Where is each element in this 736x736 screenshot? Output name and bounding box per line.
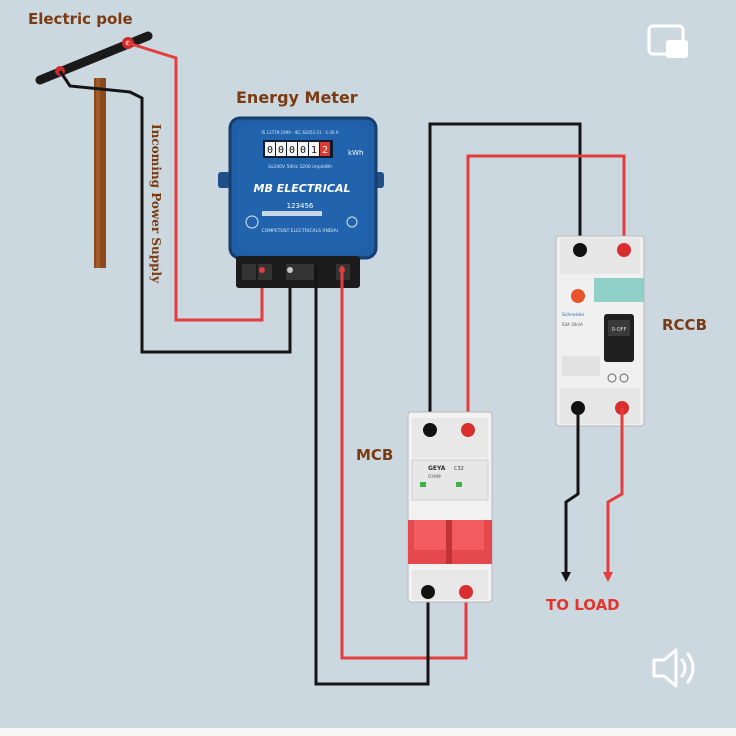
- energy-meter-label: Energy Meter: [236, 88, 358, 107]
- bottom-strip: [0, 728, 736, 736]
- meter-digit-1: 0: [267, 145, 273, 156]
- mcb-breaker: GEYA GYM9 C32: [407, 411, 493, 603]
- load-neutral-wire: [564, 408, 580, 574]
- picture-in-picture-icon[interactable]: [646, 22, 690, 62]
- meter-to-mcb-live-wire: [340, 266, 468, 660]
- meter-led-icon: [346, 216, 358, 228]
- mcb-rating: C32: [454, 466, 464, 472]
- meter-digit-4: 0: [300, 145, 306, 156]
- meter-to-mcb-neutral-wire: [314, 266, 430, 686]
- rccb-brand: Schneider: [562, 312, 585, 318]
- energy-meter: 0 0 0 0 1 2 kWh IS 13779:1999 · IEC 6205…: [218, 116, 384, 288]
- mcb-model: GYM9: [428, 474, 441, 480]
- load-neutral-arrow-icon: [561, 572, 571, 582]
- incoming-live-wire: [127, 41, 264, 322]
- meter-digit-3: 0: [289, 145, 295, 156]
- meter-spec-text: 3x240V 50Hz 3200 imp/kWh: [268, 164, 332, 170]
- speaker-icon[interactable]: [646, 640, 706, 696]
- meter-digit-5: 1: [311, 145, 317, 156]
- meter-footer: COMPETENT ELECTRICALS (INDIA): [262, 228, 339, 234]
- electric-pole-label: Electric pole: [28, 10, 133, 28]
- to-load-label: TO LOAD: [546, 596, 620, 614]
- mcb-label: MCB: [356, 446, 394, 464]
- rccb-breaker: Schneider 63A 30mA 0-OFF: [555, 235, 645, 427]
- mcb-brand: GEYA: [428, 465, 446, 472]
- incoming-neutral-wire: [58, 70, 292, 354]
- meter-barcode: [262, 211, 322, 216]
- load-live-arrow-icon: [603, 572, 613, 582]
- rccb-off-label: 0-OFF: [612, 327, 627, 333]
- mcb-to-rccb-live-wire: [466, 154, 626, 430]
- incoming-supply-label: Incoming Power Supply: [149, 124, 163, 284]
- electric-pole: [35, 31, 153, 268]
- meter-small-text: IS 13779:1999 · IEC 62053-21 · 5-30 A: [262, 130, 339, 135]
- meter-digit-2: 0: [278, 145, 284, 156]
- meter-unit: kWh: [348, 149, 363, 157]
- meter-seal-icon: [245, 215, 259, 229]
- meter-brand: MB ELECTRICAL: [254, 182, 351, 195]
- meter-digit-6: 2: [322, 145, 328, 156]
- mcb-to-rccb-neutral-wire: [428, 122, 582, 430]
- rccb-label: RCCB: [662, 316, 707, 334]
- load-live-wire: [606, 408, 624, 574]
- meter-serial: 123456: [287, 202, 314, 210]
- rccb-rating: 63A 30mA: [562, 322, 583, 327]
